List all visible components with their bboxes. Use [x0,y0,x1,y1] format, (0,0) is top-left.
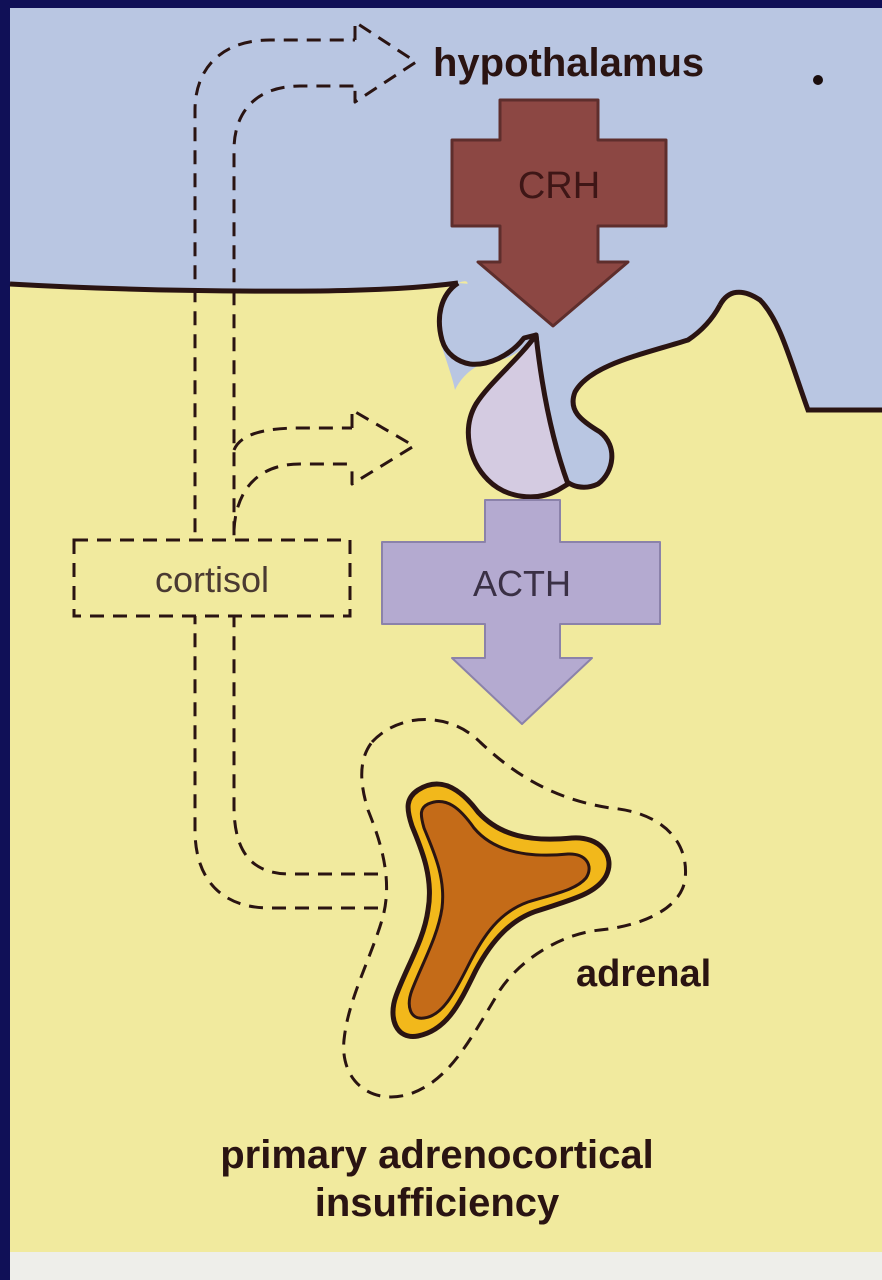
bottom-strip [10,1252,882,1280]
hypothalamus-label: hypothalamus [433,41,704,85]
caption-line-2: insufficiency [315,1181,560,1225]
speck-dot [813,75,823,85]
caption-line-1: primary adrenocortical [220,1133,654,1177]
adrenal-label: adrenal [576,953,711,995]
crh-label: CRH [518,165,600,207]
cortisol-label: cortisol [155,559,269,600]
acth-label: ACTH [473,563,571,604]
